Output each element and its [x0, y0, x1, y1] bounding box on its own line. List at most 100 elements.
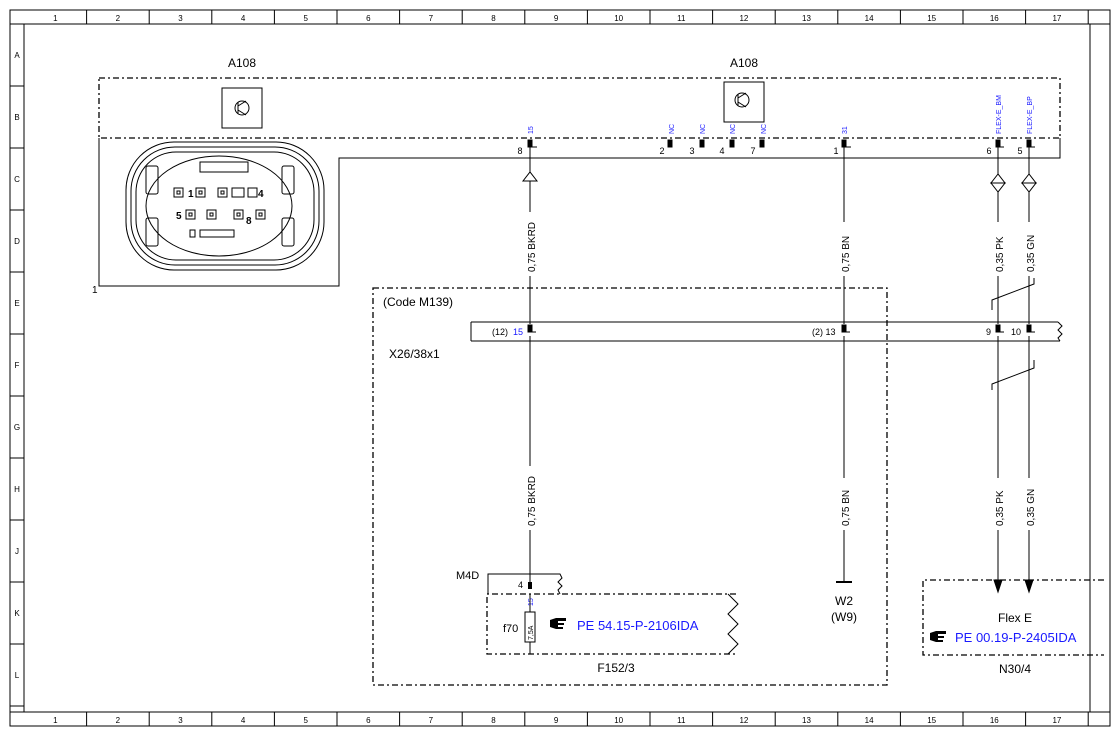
twisted-pair-marks: [991, 278, 1035, 390]
column-label: 5: [303, 14, 308, 23]
column-label: 4: [241, 14, 246, 23]
wire-bkrd: [521, 147, 539, 582]
a108-pin-signal: 31: [842, 126, 849, 134]
a108-right-label: A108: [730, 56, 758, 70]
column-label: 5: [303, 716, 308, 725]
x26-pin-label: (12): [492, 327, 508, 337]
column-label: 4: [241, 716, 246, 725]
n30-label: N30/4: [999, 662, 1031, 676]
row-label: L: [15, 671, 20, 680]
fuse-reference-link[interactable]: PE 54.15-P-2106IDA: [577, 618, 699, 633]
fuse-rating: 7,5A: [528, 625, 535, 640]
column-label: 13: [802, 716, 811, 725]
column-label: 7: [429, 14, 434, 23]
row-label: J: [15, 547, 19, 556]
connector-pin-label: 8: [246, 216, 252, 227]
flex-e-label: Flex E: [998, 611, 1032, 625]
x26-connector-bar: [470, 321, 1063, 342]
x26-label: X26/38x1: [389, 347, 440, 361]
column-label: 9: [554, 716, 559, 725]
connector-pin-label: 5: [176, 211, 182, 222]
column-label: 1: [53, 716, 58, 725]
x26-pin-signal: 15: [513, 327, 523, 337]
a108-pin-signal: NC: [700, 124, 707, 134]
m4d-pin-number: 4: [518, 580, 523, 590]
a108-pin-signal: NC: [761, 124, 768, 134]
column-label: 13: [802, 14, 811, 23]
transistor-symbol-icon: [723, 81, 765, 123]
a108-pin-number: 5: [1017, 146, 1022, 156]
column-label: 2: [116, 14, 121, 23]
column-label: 6: [366, 716, 371, 725]
wire-label: 0,75 BKRD: [527, 476, 538, 526]
column-label: 9: [554, 14, 559, 23]
column-label: 12: [739, 14, 748, 23]
transistor-symbol-icon: [221, 87, 263, 129]
m4d-label: M4D: [456, 570, 479, 582]
n30-box: [922, 579, 1104, 656]
row-label: B: [14, 113, 19, 122]
a108-pin-signal: NC: [730, 124, 737, 134]
row-label: C: [14, 175, 20, 184]
m4d-pin-marker: [528, 582, 532, 589]
wire-label: 0,75 BKRD: [527, 222, 538, 272]
row-label: K: [14, 609, 20, 618]
code-box-label: (Code M139): [383, 295, 453, 309]
column-label: 11: [677, 14, 686, 23]
column-label: 16: [990, 14, 999, 23]
column-label: 10: [614, 716, 623, 725]
fuse-f70: [524, 594, 536, 654]
wire-label: 0,75 BN: [841, 490, 852, 526]
drawing-frame: [9, 9, 1111, 727]
a108-housing: [98, 77, 1061, 139]
pointing-hand-icon[interactable]: [550, 618, 566, 629]
column-label: 11: [677, 716, 686, 725]
row-label: H: [14, 485, 20, 494]
code-m139-box: [372, 287, 888, 686]
column-label: 16: [990, 716, 999, 725]
a108-left-label: A108: [228, 56, 256, 70]
column-label: 6: [366, 14, 371, 23]
x26-pin-label: 10: [1011, 327, 1021, 337]
f152-box: [486, 593, 739, 655]
wire-pk: [989, 147, 1007, 594]
connector-view-label: 1: [92, 285, 98, 296]
wire-label: 0,35 GN: [1026, 235, 1037, 272]
column-label: 17: [1052, 716, 1061, 725]
connector-pin-label: 4: [258, 189, 264, 200]
f70-label: f70: [503, 623, 518, 635]
a108-pin-number: 4: [719, 146, 724, 156]
a108-pin-markers: [527, 139, 1035, 148]
a108-lower-outline: [98, 138, 1061, 287]
a108-pin-number: 7: [750, 146, 755, 156]
row-label: F: [15, 361, 20, 370]
x26-pin-label: (2) 13: [812, 327, 836, 337]
column-label: 12: [739, 716, 748, 725]
f152-label: F152/3: [597, 661, 635, 675]
row-label: G: [14, 423, 20, 432]
pointing-hand-icon[interactable]: [930, 631, 946, 642]
row-label: A: [14, 51, 20, 60]
column-label: 8: [491, 716, 496, 725]
column-label: 14: [865, 14, 874, 23]
column-label: 14: [865, 716, 874, 725]
column-label: 10: [614, 14, 623, 23]
wire-label: 0,35 GN: [1026, 489, 1037, 526]
a108-pin-number: 6: [986, 146, 991, 156]
x26-pin-label: 9: [986, 327, 991, 337]
a108-pin-number: 3: [689, 146, 694, 156]
connector-pin-label: 1: [188, 189, 194, 200]
column-label: 2: [116, 716, 121, 725]
a108-pin-signal: FLEX-E_BM: [996, 95, 1003, 134]
connector-face-view: [125, 141, 325, 271]
flex-reference-link[interactable]: PE 00.19-P-2405IDA: [955, 630, 1077, 645]
row-label: D: [14, 237, 20, 246]
m4d-pin-signal: 15: [528, 598, 535, 606]
column-label: 3: [178, 716, 183, 725]
a108-pin-signal: NC: [669, 124, 676, 134]
m4d-connector: [487, 573, 563, 595]
a108-pin-number: 1: [833, 146, 838, 156]
column-label: 17: [1052, 14, 1061, 23]
column-label: 7: [429, 716, 434, 725]
